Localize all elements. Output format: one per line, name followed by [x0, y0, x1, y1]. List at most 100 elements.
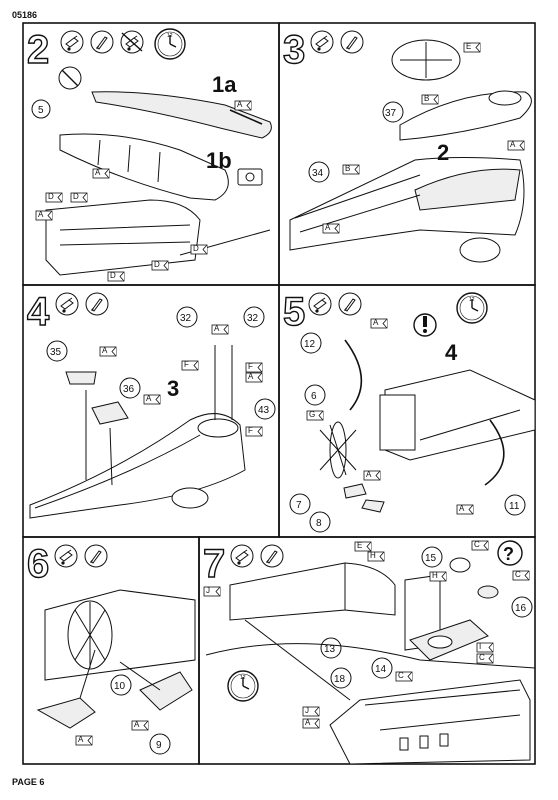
paint-A-2b: A	[92, 168, 110, 179]
svg-text:F: F	[248, 426, 253, 435]
svg-text:A: A	[325, 223, 331, 232]
paint-A-5c: A	[456, 504, 474, 515]
callout-32a: 32	[180, 313, 192, 324]
step-5-panel: 5 12 6 7 8 11 4 A G A A	[278, 284, 536, 538]
callout-7: 7	[296, 500, 302, 511]
remove-part-icon	[237, 168, 263, 186]
step-6-number: 6	[27, 542, 49, 586]
clock-icon	[227, 670, 259, 702]
paint-F-4b: F	[245, 362, 263, 373]
callout-4: 4	[445, 340, 458, 365]
svg-text:J: J	[305, 706, 309, 715]
paint-A-4b: A	[143, 394, 161, 405]
callout-2: 2	[437, 140, 449, 165]
svg-text:A: A	[237, 100, 243, 109]
paint-I-7: I	[476, 642, 494, 653]
svg-text:I: I	[479, 642, 481, 651]
clock-icon	[456, 292, 488, 324]
step-2-number: 2	[27, 28, 49, 72]
callout-32b: 32	[247, 313, 259, 324]
paint-D-2e: D	[107, 271, 125, 282]
step-7-panel: 7 ? 15 13 14 16 18 E H H J	[198, 536, 536, 765]
svg-text:H: H	[432, 571, 438, 580]
svg-text:A: A	[95, 168, 101, 177]
step-5-number: 5	[283, 290, 305, 334]
paint-A-7: A	[302, 718, 320, 729]
svg-text:D: D	[48, 192, 54, 201]
paint-C-7a: C	[471, 540, 489, 551]
callout-36: 36	[123, 384, 135, 395]
paint-B-3b: B	[342, 164, 360, 175]
callout-35: 35	[50, 347, 62, 358]
svg-text:D: D	[73, 192, 79, 201]
glue-tube-icon	[230, 544, 254, 568]
callout-6: 6	[311, 391, 317, 402]
svg-text:A: A	[134, 720, 140, 729]
svg-text:H: H	[370, 551, 376, 560]
step-7-number: 7	[203, 542, 225, 586]
svg-text:A: A	[248, 372, 254, 381]
paint-J-7a: J	[203, 586, 221, 597]
svg-text:B: B	[424, 94, 429, 103]
paint-F-4c: F	[245, 426, 263, 437]
svg-text:A: A	[366, 470, 372, 479]
step-6-panel: 6 10 9 A A	[22, 536, 200, 765]
paint-J-7b: J	[302, 706, 320, 717]
callout-5: 5	[38, 105, 44, 116]
svg-text:F: F	[248, 362, 253, 371]
callout-8: 8	[316, 518, 322, 529]
callout-12: 12	[304, 339, 316, 350]
svg-text:C: C	[479, 653, 485, 662]
clock-icon	[154, 28, 186, 60]
svg-text:A: A	[214, 324, 220, 333]
svg-text:A: A	[78, 735, 84, 744]
paint-H-7b: H	[429, 571, 447, 582]
svg-text:G: G	[309, 410, 315, 419]
callout-13: 13	[324, 644, 336, 655]
paint-E-7: E	[354, 541, 372, 552]
paint-A-4c: A	[211, 324, 229, 335]
svg-text:D: D	[154, 260, 160, 269]
paint-C-7c: C	[395, 671, 413, 682]
paint-H-7a: H	[367, 551, 385, 562]
step-4-number: 4	[27, 290, 50, 334]
paint-D-2d: D	[151, 260, 169, 271]
callout-1a: 1a	[212, 72, 237, 97]
svg-text:D: D	[193, 244, 199, 253]
paint-brush-icon	[85, 292, 109, 316]
svg-text:A: A	[510, 140, 516, 149]
paint-A-5b: A	[363, 470, 381, 481]
svg-text:A: A	[305, 718, 311, 727]
svg-text:C: C	[474, 540, 480, 549]
glue-tube-icon	[308, 292, 332, 316]
step-3-panel: 3 37 34 2 E B A B A	[278, 22, 536, 286]
paint-brush-icon	[260, 544, 284, 568]
callout-34: 34	[312, 168, 324, 179]
callout-14: 14	[375, 664, 387, 675]
callout-37: 37	[385, 108, 397, 119]
paint-A-3b: A	[322, 223, 340, 234]
glue-tube-icon	[310, 30, 334, 54]
paint-G-5: G	[306, 410, 324, 421]
paint-D-2a: D	[45, 192, 63, 203]
glue-tube-icon	[55, 292, 79, 316]
paint-A-2a: A	[234, 100, 252, 111]
question-icon: ?	[497, 540, 523, 566]
svg-text:C: C	[398, 671, 404, 680]
no-glue-icon	[58, 66, 82, 90]
callout-11: 11	[509, 501, 520, 512]
paint-A-3a: A	[507, 140, 525, 151]
paint-B-3a: B	[421, 94, 439, 105]
paint-C-7d: C	[476, 653, 494, 664]
svg-text:A: A	[102, 346, 108, 355]
svg-text:C: C	[515, 570, 521, 579]
callout-18: 18	[334, 674, 346, 685]
callout-16: 16	[515, 603, 527, 614]
catalog-code: 05186	[12, 10, 38, 20]
paint-D-2b: D	[70, 192, 88, 203]
step-2-panel: 2 5 1a 1b A A D D A D D D	[22, 22, 280, 286]
paint-A-4a: A	[99, 346, 117, 357]
callout-43: 43	[258, 405, 270, 416]
page-number: PAGE 6	[12, 777, 45, 787]
